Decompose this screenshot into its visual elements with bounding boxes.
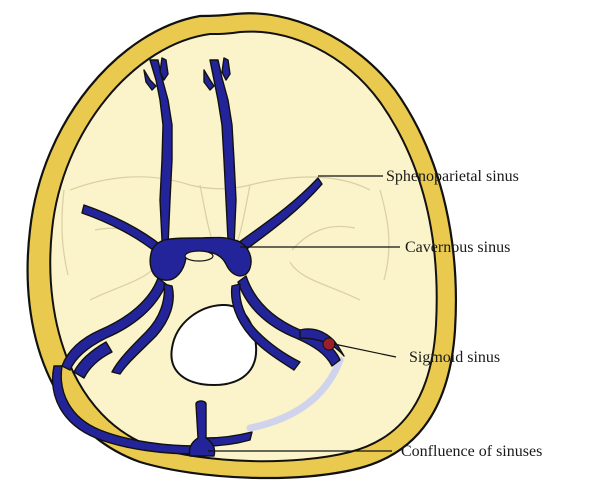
label-cavernous-sinus: Cavernous sinus — [405, 239, 510, 256]
sigmoid-sinus-marker — [323, 338, 335, 350]
label-confluence-of-sinuses: Confluence of sinuses — [401, 443, 542, 460]
label-sigmoid-sinus: Sigmoid sinus — [409, 349, 500, 366]
label-sphenoparietal-sinus: Sphenoparietal sinus — [386, 168, 519, 185]
